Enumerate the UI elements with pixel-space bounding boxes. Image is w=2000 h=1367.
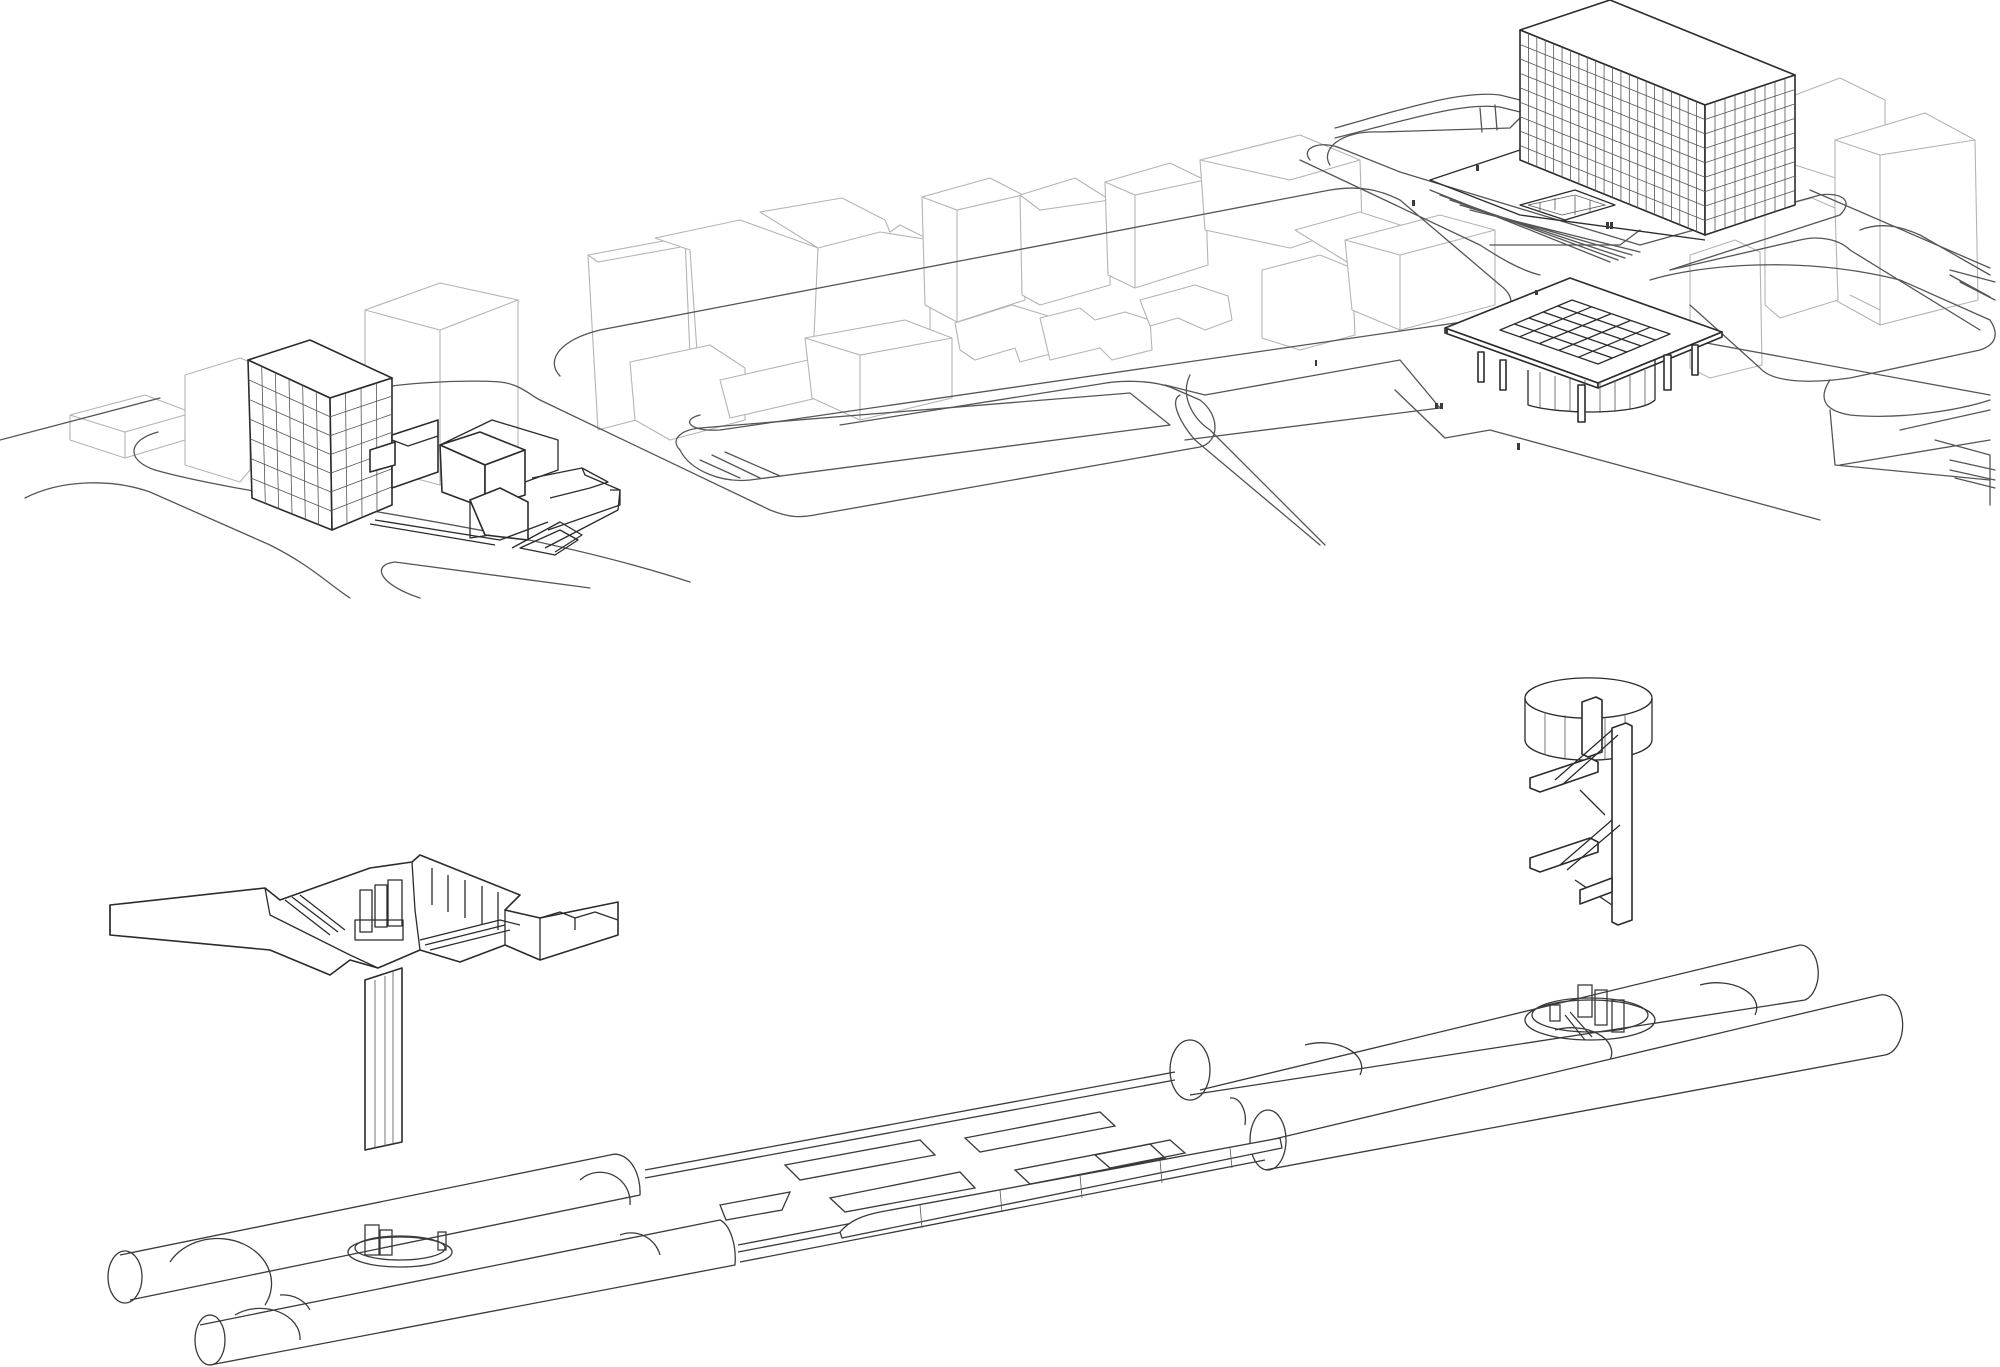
access-shaft	[1524, 677, 1653, 926]
train	[839, 1137, 1283, 1239]
street-network	[0, 93, 1996, 599]
context-buildings	[69, 77, 1979, 486]
street-level	[0, 0, 1996, 599]
underground-concourse	[109, 854, 619, 1151]
left-office-tower	[247, 339, 621, 556]
tunnel-network	[107, 944, 1904, 1366]
pedestrian-marks	[1315, 165, 1613, 450]
right-office-tower	[1429, 0, 1796, 241]
